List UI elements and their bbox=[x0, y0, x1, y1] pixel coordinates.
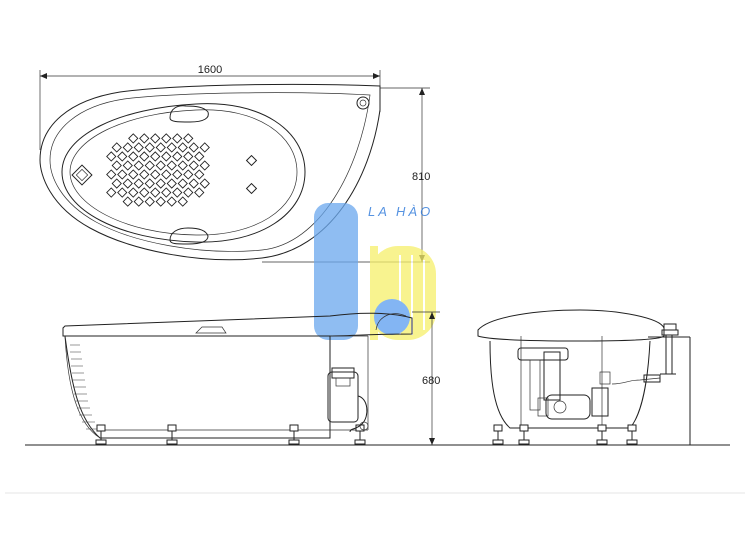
air-jet-icon bbox=[122, 160, 133, 171]
air-jet-icon bbox=[139, 187, 150, 198]
air-jet-icon bbox=[161, 169, 172, 180]
air-jet-icon bbox=[199, 160, 210, 171]
air-jet-icon bbox=[139, 169, 150, 180]
air-jet-icon bbox=[144, 196, 155, 207]
side-view: 680 bbox=[25, 311, 730, 446]
air-jet-icon bbox=[183, 133, 194, 144]
air-jet-icon bbox=[133, 142, 144, 153]
top-view: 1600 bbox=[39, 64, 430, 263]
air-jet-icon bbox=[194, 151, 205, 162]
air-jet-icon bbox=[177, 178, 188, 189]
air-jet-icon bbox=[144, 142, 155, 153]
air-jet-icon bbox=[183, 169, 194, 180]
air-jet-icon bbox=[177, 196, 188, 207]
height-dimension: 680 bbox=[412, 311, 440, 445]
air-jet-icon bbox=[144, 160, 155, 171]
width-label: 810 bbox=[412, 171, 430, 183]
air-jet-icon bbox=[183, 187, 194, 198]
air-jet-icon bbox=[106, 169, 117, 180]
air-jet-icon bbox=[144, 178, 155, 189]
side-body bbox=[64, 335, 331, 439]
air-jet-icon bbox=[183, 151, 194, 162]
air-jet-icon bbox=[139, 133, 150, 144]
length-label: 1600 bbox=[198, 64, 222, 76]
tub-basin bbox=[61, 103, 306, 243]
height-label: 680 bbox=[422, 375, 440, 387]
air-jet-icon bbox=[128, 169, 139, 180]
air-jet-icon bbox=[128, 151, 139, 162]
air-jet-icon bbox=[188, 178, 199, 189]
air-jet-icon bbox=[166, 196, 177, 207]
tub-basin-inner bbox=[69, 109, 298, 236]
air-jet-icon bbox=[172, 133, 183, 144]
end-rim bbox=[477, 309, 665, 342]
air-jet-icon bbox=[150, 187, 161, 198]
air-jet-icon bbox=[155, 142, 166, 153]
air-jet-icon bbox=[106, 187, 117, 198]
end-pump-assembly bbox=[517, 347, 661, 420]
end-body bbox=[489, 340, 651, 429]
air-jet-icon bbox=[133, 178, 144, 189]
air-jet-icon bbox=[117, 169, 128, 180]
end-view bbox=[477, 309, 691, 445]
air-jet-icon bbox=[172, 151, 183, 162]
air-jet-icon bbox=[166, 142, 177, 153]
air-jet-icon bbox=[161, 133, 172, 144]
air-jet-icon bbox=[150, 151, 161, 162]
air-jet-icon bbox=[177, 160, 188, 171]
air-jet-icon bbox=[111, 142, 122, 153]
end-legs bbox=[492, 424, 638, 445]
air-jet-icon bbox=[199, 142, 210, 153]
air-jet-icon bbox=[161, 151, 172, 162]
air-jet-icon bbox=[122, 178, 133, 189]
air-jet-icon bbox=[133, 160, 144, 171]
air-jet-icon bbox=[133, 196, 144, 207]
air-jet-icon bbox=[194, 169, 205, 180]
air-jet-icon bbox=[172, 169, 183, 180]
air-jet-icon bbox=[166, 178, 177, 189]
air-jet-icon bbox=[161, 187, 172, 198]
side-jet-icon bbox=[245, 154, 258, 195]
drain-icon bbox=[71, 164, 93, 186]
length-dimension: 1600 bbox=[39, 64, 381, 150]
air-jet-icon bbox=[150, 133, 161, 144]
air-jet-icon bbox=[128, 187, 139, 198]
air-jet-icon bbox=[150, 169, 161, 180]
air-jet-icon bbox=[128, 133, 139, 144]
skirt-hatching bbox=[70, 344, 98, 430]
air-jet-icon bbox=[122, 142, 133, 153]
air-jet-icon bbox=[117, 187, 128, 198]
side-legs bbox=[95, 424, 366, 445]
headrest-bottom bbox=[169, 227, 209, 245]
air-jet-icon bbox=[166, 160, 177, 171]
air-jet-icon bbox=[172, 187, 183, 198]
headrest-top bbox=[169, 105, 209, 123]
drain-valve bbox=[660, 323, 679, 375]
watermark-logo: LA HÀO bbox=[314, 203, 436, 340]
air-jet-icon bbox=[188, 160, 199, 171]
brand-text: LA HÀO bbox=[368, 204, 433, 219]
air-jet-icon bbox=[194, 187, 205, 198]
air-jet-icon bbox=[199, 178, 210, 189]
air-jet-icon bbox=[106, 151, 117, 162]
air-jet-icon bbox=[155, 178, 166, 189]
tub-outer-outline bbox=[39, 83, 381, 261]
air-jet-icon bbox=[139, 151, 150, 162]
air-jet-icon bbox=[111, 178, 122, 189]
air-jet-icon bbox=[177, 142, 188, 153]
pump-unit bbox=[327, 367, 369, 433]
air-jet-icon bbox=[117, 151, 128, 162]
side-rim bbox=[62, 312, 413, 337]
faucet-hole-icon bbox=[356, 96, 370, 110]
air-jet-icon bbox=[111, 160, 122, 171]
air-jet-icon bbox=[155, 196, 166, 207]
air-jet-icon bbox=[155, 160, 166, 171]
air-jet-icon bbox=[122, 196, 133, 207]
air-jet-icon bbox=[188, 142, 199, 153]
air-jet-array bbox=[106, 133, 210, 207]
